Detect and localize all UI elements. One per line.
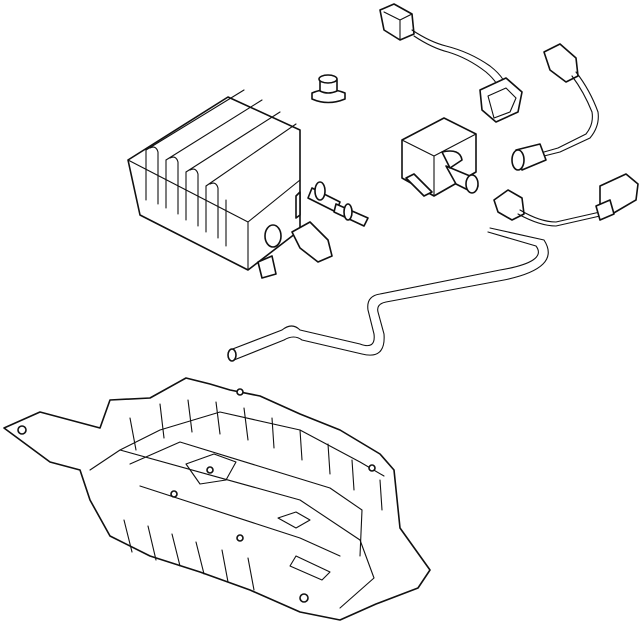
wiring-harness-upper [379,3,523,123]
purge-valve [401,117,479,197]
vent-hose [227,227,549,362]
vapor-canister [127,89,369,279]
sensor-pigtail [493,173,639,227]
canister-tray [3,377,431,621]
wiring-harness-right [511,43,599,171]
canister-grommet [311,74,346,104]
